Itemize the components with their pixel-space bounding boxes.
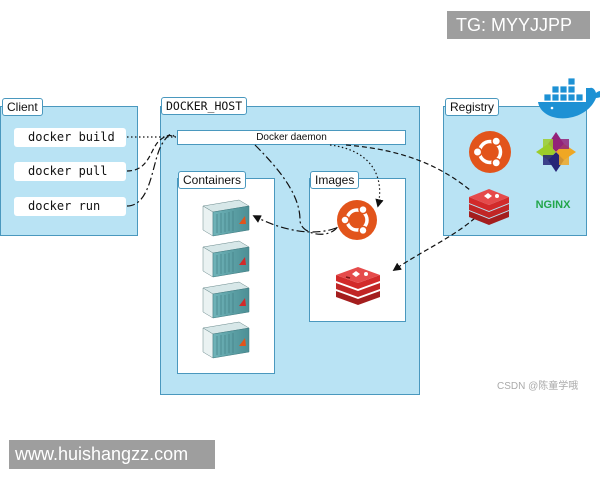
- client-title: Client: [2, 98, 43, 116]
- overlay-tag-top-right: TG: MYYJJPP: [447, 11, 590, 39]
- csdn-watermark: CSDN @陈童学哦: [497, 381, 579, 392]
- container-icon: [202, 240, 250, 278]
- registry-panel: [443, 106, 587, 236]
- daemon-to-ubuntu-image-arrow: [329, 144, 384, 208]
- images-title: Images: [310, 171, 360, 189]
- registry-to-redis-image-arrow: [392, 217, 476, 271]
- docker-pull-command: docker pull: [14, 162, 126, 181]
- daemon-to-registry-pull-arrow: [345, 144, 471, 191]
- run-connector: [126, 133, 177, 207]
- docker-host-title: DOCKER_HOST: [161, 97, 248, 115]
- ubuntu-icon: [337, 200, 377, 240]
- docker-run-command: docker run: [14, 197, 126, 216]
- redis-icon: [336, 267, 380, 305]
- docker-build-command: docker build: [14, 128, 126, 147]
- containers-title: Containers: [178, 171, 247, 189]
- docker-daemon-bar: Docker daemon: [177, 130, 406, 145]
- ubuntu-icon: [469, 131, 511, 173]
- redis-icon: [469, 189, 509, 225]
- docker-whale-icon: [538, 77, 600, 119]
- container-icon: [202, 199, 250, 237]
- centos-icon: [536, 132, 576, 172]
- run-image-to-container-arrow: [252, 144, 339, 235]
- overlay-url-bottom-left: www.huishangzz.com: [9, 440, 215, 469]
- pull-connector: [126, 134, 177, 172]
- registry-title: Registry: [445, 98, 500, 116]
- container-icon: [202, 321, 250, 359]
- nginx-icon: NGINX: [536, 199, 572, 211]
- nginx-label: NGINX: [536, 199, 572, 211]
- container-icon: [202, 281, 250, 319]
